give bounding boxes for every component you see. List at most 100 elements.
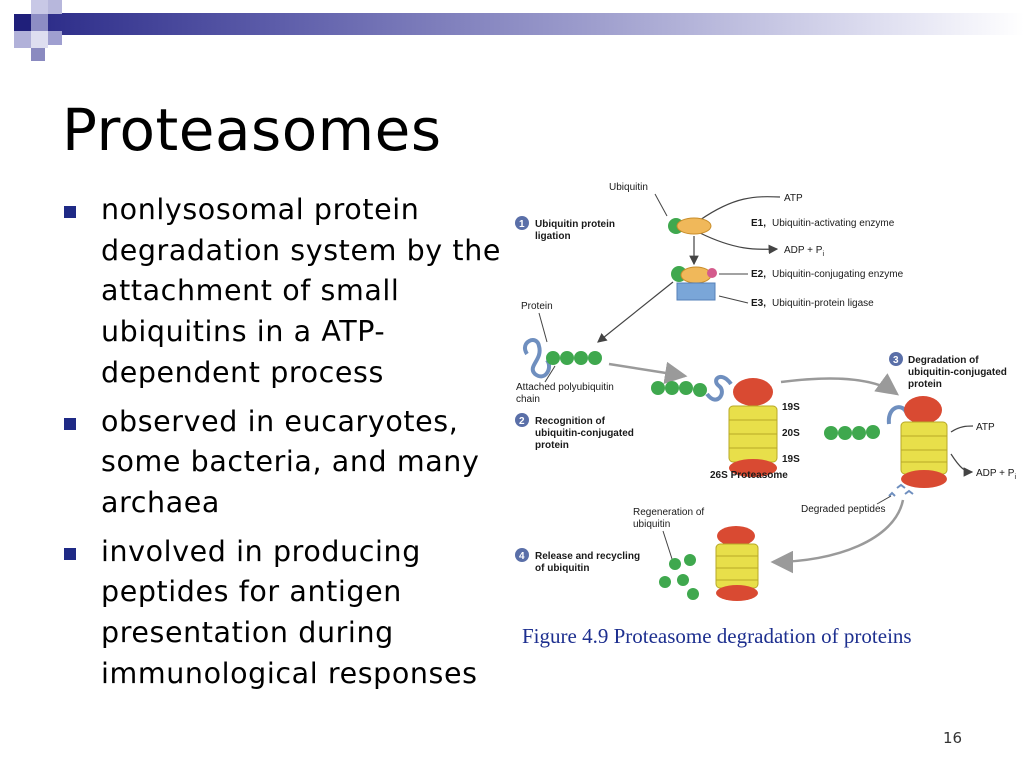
e3-description: Ubiquitin-protein ligase xyxy=(772,298,874,309)
adp-output-arrow xyxy=(699,232,779,255)
adp-right-label: ADP + Pi xyxy=(976,468,1016,481)
step-2-badge xyxy=(515,413,529,427)
free-ubiquitin xyxy=(677,574,689,586)
e2-active-site xyxy=(707,268,717,278)
e2-description: Ubiquitin-conjugating enzyme xyxy=(772,269,904,280)
19s-top-label: 19S xyxy=(782,402,800,413)
leader-line xyxy=(538,312,548,343)
regeneration-label-line2: ubiquitin xyxy=(633,519,670,530)
peptide-fragment xyxy=(904,489,914,495)
adp-right-text: ADP + P xyxy=(976,468,1015,479)
e1-enzyme xyxy=(676,217,712,235)
proteasome-20s-core xyxy=(900,421,948,475)
e3-label: E3, xyxy=(751,298,766,309)
proteasome-19s-cap xyxy=(904,396,942,424)
e3-enzyme xyxy=(676,282,716,301)
leader-line xyxy=(662,530,674,563)
bullet-list: nonlysosomal protein degradation system … xyxy=(62,190,512,702)
header-decoration xyxy=(0,0,1024,62)
leader-line xyxy=(654,193,668,217)
free-ubiquitin xyxy=(684,554,696,566)
proteasome-19s-cap xyxy=(729,459,777,477)
leader-line xyxy=(544,365,556,383)
polyubiquitin-unit xyxy=(560,351,574,365)
polyubiquitin-unit xyxy=(679,381,693,395)
peptide-fragment xyxy=(888,491,896,497)
step-3-subtitle-2: protein xyxy=(908,379,942,390)
step-3-title: Degradation of xyxy=(908,355,979,366)
deco-square xyxy=(31,31,48,48)
bullet-square-icon xyxy=(64,417,76,430)
polyubiquitin-unit xyxy=(574,351,588,365)
deco-square xyxy=(14,31,31,48)
polyubiquitin-unit xyxy=(651,381,665,395)
polyubiquitin-unit xyxy=(838,426,852,440)
polyubiquitin-unit xyxy=(665,381,679,395)
slide-number: 16 xyxy=(943,729,963,747)
free-ubiquitin xyxy=(659,576,671,588)
regeneration-label-line1: Regeneration of xyxy=(633,507,704,518)
free-ubiquitin xyxy=(687,588,699,600)
polyubiquitin-unit xyxy=(693,383,707,397)
step-2-number: 2 xyxy=(519,416,525,427)
protein-label: Protein xyxy=(521,301,553,312)
header-gradient-bar xyxy=(48,13,1024,35)
step-4-badge xyxy=(515,548,529,562)
degraded-peptides-label: Degraded peptides xyxy=(801,504,886,515)
deco-square xyxy=(14,14,31,31)
20s-label: 20S xyxy=(782,428,800,439)
atp-top-label: ATP xyxy=(784,193,803,204)
19s-bottom-label: 19S xyxy=(782,454,800,465)
protein-chain xyxy=(523,338,552,379)
polyubiquitin-unit xyxy=(852,426,866,440)
deco-square xyxy=(48,31,62,45)
leader-line xyxy=(876,495,892,505)
pi-subscript: i xyxy=(822,251,824,258)
e2-label: E2, xyxy=(751,269,766,280)
step-4-number: 4 xyxy=(519,551,525,562)
bullet-item: nonlysosomal protein degradation system … xyxy=(62,190,512,394)
process-arrow xyxy=(770,499,905,574)
step-2-subtitle: ubiquitin-conjugated xyxy=(535,428,634,439)
peptide-fragment xyxy=(896,483,906,489)
e1-description: Ubiquitin-activating enzyme xyxy=(772,218,895,229)
step-3-subtitle: ubiquitin-conjugated xyxy=(908,367,1007,378)
polyubiquitin-unit xyxy=(546,351,560,365)
protein-chain xyxy=(705,374,733,402)
free-ubiquitin xyxy=(669,558,681,570)
bullet-square-icon xyxy=(64,206,76,218)
step-3-badge xyxy=(889,352,903,366)
polyubiquitin-label-line1: Attached polyubiquitin xyxy=(516,382,614,393)
e2-enzyme xyxy=(680,266,712,284)
proteasome-19s-cap xyxy=(716,585,758,601)
bullet-text: nonlysosomal protein degradation system … xyxy=(101,193,501,389)
adp-top-label: ADP + Pi xyxy=(784,245,824,258)
step-4-title: Release and recycling xyxy=(535,551,640,562)
bullet-text: observed in eucaryotes, some bacteria, a… xyxy=(101,404,480,519)
diagram-canvas: Ubiquitin ATP ADP + Pi E1, Ubiquitin-act… xyxy=(515,182,1016,601)
leader-line xyxy=(718,295,749,304)
polyubiquitin-unit xyxy=(824,426,838,440)
proteasome-19s-cap xyxy=(901,470,947,488)
step-2-subtitle-2: protein xyxy=(535,440,569,451)
proteasome-19s-cap xyxy=(733,378,773,406)
figure-caption: Figure 4.9 Proteasome degradation of pro… xyxy=(522,624,912,648)
adp-output-arrow xyxy=(950,453,974,477)
bullet-square-icon xyxy=(64,547,76,560)
polyubiquitin-label-line2: chain xyxy=(516,394,540,405)
deco-square xyxy=(31,48,45,61)
proteasome-20s-core xyxy=(715,543,759,589)
26s-proteasome-label: 26S Proteasome xyxy=(710,470,788,481)
adp-top-text: ADP + P xyxy=(784,245,823,256)
pi-subscript: i xyxy=(1014,474,1016,481)
step-2-title: Recognition of xyxy=(535,416,606,427)
process-arrow xyxy=(608,361,688,384)
proteasome-19s-cap xyxy=(717,526,755,546)
polyubiquitin-unit xyxy=(866,425,880,439)
polyubiquitin-unit xyxy=(588,351,602,365)
bullet-text: involved in producing peptides for antig… xyxy=(101,534,478,690)
process-arrow xyxy=(780,373,900,396)
atp-input-arrow xyxy=(950,425,974,433)
ligation-arrow xyxy=(597,281,674,343)
step-1-number: 1 xyxy=(519,219,525,230)
